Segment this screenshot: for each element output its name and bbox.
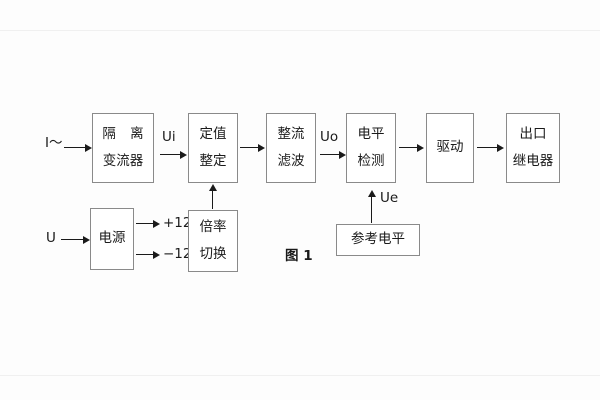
block-setting: 定值 整定 xyxy=(188,113,238,183)
block-driver-line1: 驱动 xyxy=(436,139,464,156)
arrowhead-setting-to-rectify-icon xyxy=(258,143,265,152)
arrowhead-rectify-to-level-icon xyxy=(339,150,346,159)
block-isolation-ct-line1: 隔 离 xyxy=(102,126,149,142)
block-reference-level-line1: 参考电平 xyxy=(351,231,405,248)
frame-top-divider xyxy=(0,30,600,31)
connector-setting-to-rectify xyxy=(240,147,259,148)
input-current-label: I～ xyxy=(45,135,63,151)
block-rectify-filter: 整流 滤波 xyxy=(266,113,316,183)
block-power-supply: 电源 xyxy=(90,208,134,270)
block-isolation-ct-line2: 变流器 xyxy=(102,152,144,169)
block-output-relay-line1: 出口 xyxy=(519,126,547,142)
connector-input-to-isolation xyxy=(64,147,86,148)
block-driver: 驱动 xyxy=(426,113,474,183)
arrowhead-input-to-power-icon xyxy=(83,235,90,244)
block-output-relay: 出口 继电器 xyxy=(506,113,560,183)
signal-ue-label: Ue xyxy=(380,190,399,206)
connector-input-to-power xyxy=(61,239,84,240)
connector-driver-to-relay xyxy=(477,147,498,148)
connector-level-to-driver xyxy=(399,147,418,148)
arrowhead-minus12v-icon xyxy=(153,250,160,259)
arrowhead-reference-to-level-icon xyxy=(367,190,376,197)
connector-isolation-to-setting xyxy=(160,154,181,155)
signal-ui-label: Ui xyxy=(162,129,176,145)
arrowhead-input-to-isolation-icon xyxy=(85,143,92,152)
block-level-detect: 电平 检测 xyxy=(346,113,396,183)
arrowhead-ratio-to-setting-icon xyxy=(208,184,217,191)
block-rectify-filter-line2: 滤波 xyxy=(277,152,305,169)
block-output-relay-line2: 继电器 xyxy=(512,152,554,169)
connector-power-plus12v xyxy=(136,223,154,224)
block-reference-level: 参考电平 xyxy=(336,224,420,256)
input-voltage-label: U xyxy=(46,230,56,246)
arrowhead-plus12v-icon xyxy=(153,219,160,228)
block-level-detect-line2: 检测 xyxy=(357,152,385,169)
figure-caption: 图 1 xyxy=(285,248,313,264)
signal-uo-label: Uo xyxy=(320,129,339,145)
block-ratio-switch-line1: 倍率 xyxy=(199,219,227,235)
arrowhead-driver-to-relay-icon xyxy=(497,143,504,152)
connector-rectify-to-level xyxy=(320,154,340,155)
frame-bottom-divider xyxy=(0,375,600,376)
block-power-supply-line1: 电源 xyxy=(98,230,126,247)
connector-power-minus12v xyxy=(136,254,154,255)
block-ratio-switch-line2: 切换 xyxy=(199,245,227,262)
block-isolation-ct: 隔 离 变流器 xyxy=(92,113,154,183)
arrowhead-level-to-driver-icon xyxy=(417,143,424,152)
block-rectify-filter-line1: 整流 xyxy=(277,126,305,142)
block-setting-line1: 定值 xyxy=(199,126,227,142)
block-ratio-switch: 倍率 切换 xyxy=(188,210,238,272)
arrowhead-isolation-to-setting-icon xyxy=(180,150,187,159)
block-level-detect-line1: 电平 xyxy=(357,126,385,142)
block-setting-line2: 整定 xyxy=(199,152,227,169)
connector-reference-to-level xyxy=(371,196,372,223)
connector-ratio-to-setting xyxy=(212,190,213,209)
